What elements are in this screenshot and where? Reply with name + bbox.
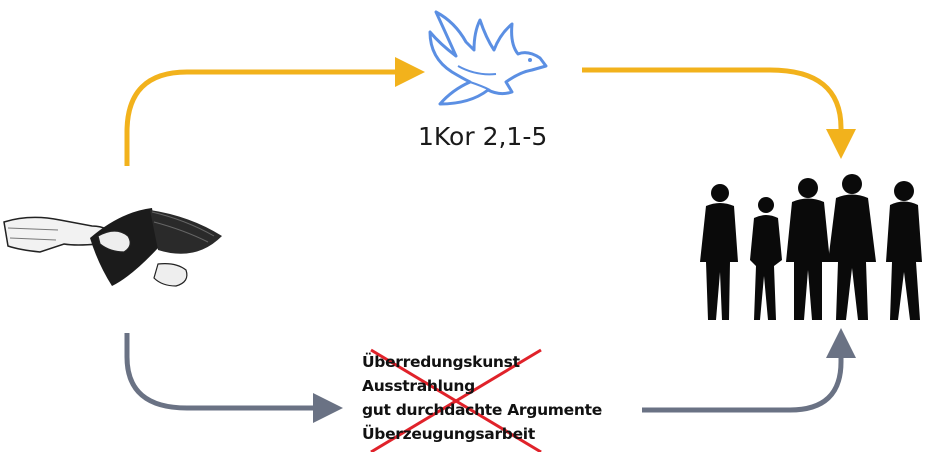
- top-left-arrow: [124, 57, 425, 166]
- top-right-arrow: [582, 67, 856, 159]
- list-item: Überredungskunst: [362, 353, 520, 371]
- hands-holding-bible-icon: [3, 208, 222, 287]
- cross-out-mark: [370, 348, 542, 452]
- bottom-left-arrow: [124, 333, 343, 423]
- scripture-reference: 1Kor 2,1-5: [418, 122, 548, 151]
- dove-icon: [428, 10, 548, 106]
- bottom-right-arrow: [642, 328, 856, 413]
- list-item: gut durchdachte Argumente: [362, 401, 602, 419]
- rejected-methods-list: Überredungskunst Ausstrahlung gut durchd…: [362, 350, 602, 446]
- list-item: Überzeugungsarbeit: [362, 425, 535, 443]
- list-item: Ausstrahlung: [362, 377, 475, 395]
- people-silhouettes-icon: [700, 174, 922, 320]
